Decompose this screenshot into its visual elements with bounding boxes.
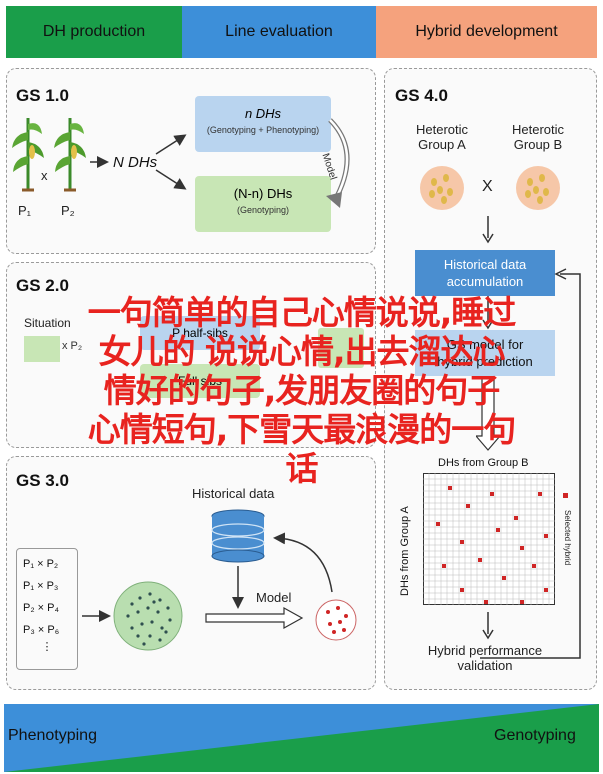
genotyping-label: Genotyping bbox=[494, 727, 576, 744]
box-title: n DHs bbox=[244, 106, 282, 121]
validation-label: Hybrid performance validation bbox=[410, 643, 560, 673]
gs1-title: GS 1.0 bbox=[16, 86, 69, 105]
overlay-line-2: 女儿的 说说心情,出去溜达心 bbox=[98, 332, 505, 371]
box-label: Full sibs bbox=[177, 374, 222, 388]
tab-dh-production: DH production bbox=[6, 6, 182, 58]
y-axis-label: DHs from Group A bbox=[399, 506, 411, 596]
box-label: P half-sibs bbox=[172, 326, 228, 340]
gs3-panel bbox=[6, 456, 376, 690]
gs2-green-block-right bbox=[318, 328, 364, 368]
gs2-green-block bbox=[24, 336, 60, 362]
phenotyping-genotyping-bar bbox=[4, 704, 599, 772]
gs4-down-arrow bbox=[482, 216, 494, 244]
parent-1-label: P₁ bbox=[18, 203, 32, 218]
selected-hybrid-cell bbox=[544, 534, 548, 538]
cross-item: P₃ × P₆ bbox=[23, 624, 60, 636]
selected-hybrid-cell bbox=[514, 516, 518, 520]
historical-data-label: Historical data bbox=[192, 486, 275, 501]
overlay-line-5: 话 bbox=[285, 449, 319, 488]
gs2-situation-label: Situation bbox=[24, 316, 71, 330]
gs2-half-sibs-box: P half-sibs bbox=[140, 316, 260, 350]
tab-label: Line evaluation bbox=[225, 23, 333, 40]
gs-model-box: GS model for hybrid prediction bbox=[415, 330, 555, 376]
selected-hybrid-cell bbox=[502, 576, 506, 580]
group-b-line: Heterotic bbox=[511, 122, 565, 137]
gs-model-line: GS model for bbox=[446, 337, 524, 352]
group-a-line: Heterotic bbox=[415, 122, 469, 137]
cross-list: P₁ × P₂ P₁ × P₃ P₂ × P₄ P₃ × P₆ ⋮ bbox=[16, 548, 78, 670]
genotyped-only-box: (N-n) DHs (Genotyping) bbox=[195, 176, 331, 232]
selected-hybrid-cell bbox=[436, 522, 440, 526]
gs2-panel bbox=[6, 262, 376, 448]
selected-hybrid-cell bbox=[448, 486, 452, 490]
selected-hybrid-cell bbox=[460, 540, 464, 544]
selected-hybrid-cell bbox=[544, 588, 548, 592]
gs4-cross-symbol: X bbox=[482, 178, 493, 195]
overlay-line-3: 情好的句子,发朋友圈的句子 bbox=[103, 371, 501, 410]
selected-hybrid-cell bbox=[532, 564, 536, 568]
selected-hybrid-cell bbox=[478, 558, 482, 562]
maize-plant-icon bbox=[12, 118, 44, 192]
cross-item: ⋮ bbox=[41, 641, 53, 653]
selected-hybrid-cell bbox=[538, 492, 542, 496]
group-b-label: Heterotic Group B bbox=[500, 122, 576, 152]
genotyped-phenotyped-box: n DHs (Genotyping + Phenotyping) bbox=[195, 96, 331, 152]
x-axis-label: DHs from Group B bbox=[438, 457, 529, 469]
gs1-arrows bbox=[90, 134, 187, 190]
group-b-line: Group B bbox=[513, 137, 563, 152]
cross-symbol: x bbox=[41, 168, 48, 183]
legend-label: Selected hybrid bbox=[563, 510, 572, 566]
gs4-feedback-loop bbox=[476, 268, 581, 659]
gs3-title: GS 3.0 bbox=[16, 471, 69, 490]
cross-item: P₁ × P₂ bbox=[23, 558, 59, 570]
phenotyping-label: Phenotyping bbox=[8, 727, 97, 744]
gs3-model-label: Model bbox=[256, 590, 292, 605]
box-title: (N-n) DHs bbox=[233, 186, 293, 201]
gs2-title: GS 2.0 bbox=[16, 276, 69, 295]
selected-hybrid-cell bbox=[520, 600, 524, 604]
tab-hybrid-development: Hybrid development bbox=[376, 6, 597, 58]
overlay-line-1: 一句简单的自己心情说说,睡过 bbox=[87, 293, 517, 332]
gs2-full-sibs-box: Full sibs bbox=[140, 364, 260, 398]
tab-line-evaluation: Line evaluation bbox=[182, 6, 376, 58]
accumulation-line: Historical data bbox=[443, 257, 527, 272]
gs2-partial-cross: x P₂ bbox=[62, 340, 83, 352]
n-dhs-label: N DHs bbox=[113, 154, 158, 171]
gs4-title: GS 4.0 bbox=[395, 86, 448, 105]
gs4-seed-groups bbox=[420, 166, 560, 210]
model-arc-arrow bbox=[326, 118, 350, 208]
group-a-label: Heterotic Group A bbox=[404, 122, 480, 152]
selected-hybrid-cell bbox=[520, 546, 524, 550]
gs3-flow bbox=[82, 509, 357, 651]
tab-label: DH production bbox=[42, 23, 146, 40]
selected-hybrid-cell bbox=[496, 528, 500, 532]
gs4-validation-arrow bbox=[482, 612, 494, 640]
selected-hybrid-cell bbox=[460, 588, 464, 592]
hybrid-grid bbox=[423, 473, 555, 605]
overlay-line-4: 心情短句,下雪天最浪漫的一句 bbox=[87, 410, 517, 449]
group-a-line: Group A bbox=[418, 137, 466, 152]
gs-model-line: hybrid prediction bbox=[437, 354, 533, 369]
selected-hybrid-cell bbox=[490, 492, 494, 496]
maize-plant-icon bbox=[54, 118, 86, 192]
selected-hybrid-cell bbox=[466, 504, 470, 508]
cross-item: P₁ × P₃ bbox=[23, 580, 59, 592]
selected-hybrid-cell bbox=[442, 564, 446, 568]
tab-label: Hybrid development bbox=[415, 23, 558, 40]
box-subtitle: (Genotyping) bbox=[236, 205, 290, 215]
cross-item: P₂ × P₄ bbox=[23, 602, 59, 614]
accumulation-box: Historical data accumulation bbox=[415, 250, 555, 296]
validation-line: validation bbox=[457, 658, 513, 673]
box-subtitle: (Genotyping + Phenotyping) bbox=[206, 125, 320, 135]
parent-2-label: P₂ bbox=[61, 203, 75, 218]
selected-hybrid-cell bbox=[484, 600, 488, 604]
validation-line: Hybrid performance bbox=[427, 643, 543, 658]
accumulation-line: accumulation bbox=[446, 274, 524, 289]
legend-marker bbox=[563, 493, 568, 498]
